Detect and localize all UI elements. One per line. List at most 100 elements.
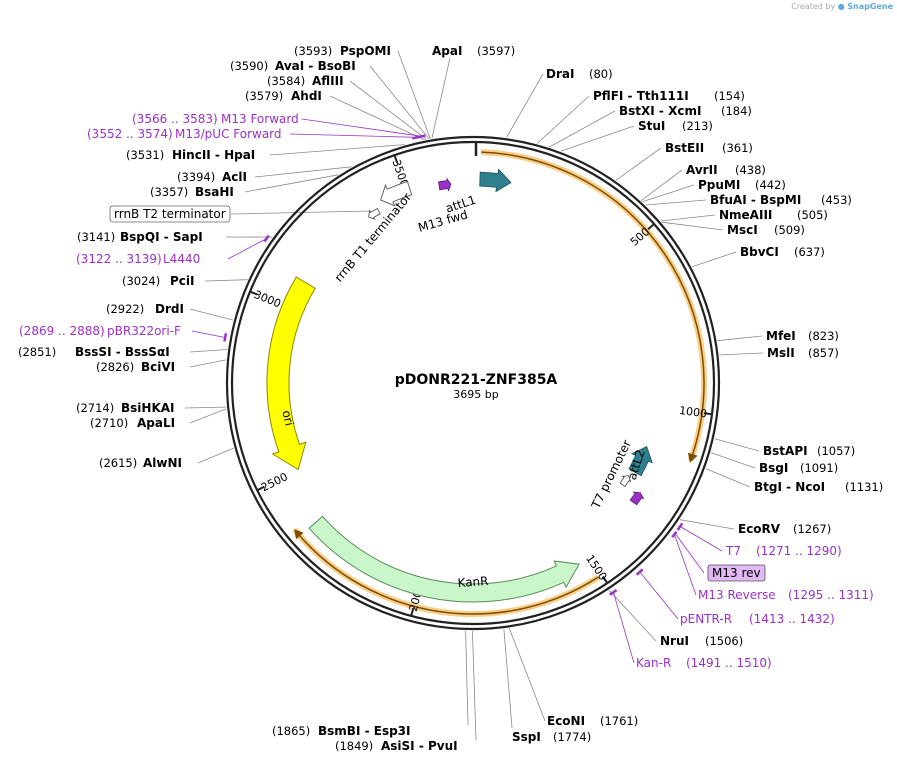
- site-nmeaiii[interactable]: NmeAIII: [719, 208, 772, 222]
- primer-mark: [263, 234, 270, 243]
- site-asisi[interactable]: AsiSI - PvuI: [381, 739, 458, 753]
- site-ecorv[interactable]: EcoRV: [738, 522, 781, 536]
- primer-m13reverse[interactable]: M13 Reverse: [698, 588, 776, 602]
- site-drdi-pos: (2922): [106, 302, 144, 316]
- site-bsihkai[interactable]: BsiHKAI: [121, 401, 175, 415]
- credit-prefix: Created by: [791, 2, 836, 11]
- site-ecorv-pos: (1267): [793, 522, 831, 536]
- primer-m13rev[interactable]: M13 rev: [712, 566, 761, 580]
- site-leader-line: [660, 214, 716, 222]
- primer-leader-line: [679, 526, 723, 552]
- site-bstxi[interactable]: BstXI - XcmI: [619, 104, 701, 118]
- t7-promoter-arrow[interactable]: [619, 475, 632, 488]
- ori-arrow[interactable]: [266, 276, 316, 471]
- attl2-arrow[interactable]: [628, 446, 653, 477]
- site-pflfi[interactable]: PflFI - Tth111I: [593, 89, 689, 103]
- site-econi-pos: (1761): [600, 714, 638, 728]
- site-avrii-pos: (438): [735, 163, 766, 177]
- kanr-arrow[interactable]: [308, 515, 580, 603]
- primer-m13forward[interactable]: M13 Forward: [221, 112, 299, 126]
- site-pcii[interactable]: PciI: [170, 274, 195, 288]
- site-apai[interactable]: ApaI: [432, 44, 462, 58]
- site-leader-line: [184, 406, 227, 409]
- rrnb-t1-terminator-arrow[interactable]: [380, 180, 413, 207]
- site-bstapi[interactable]: BstAPI: [763, 444, 808, 458]
- primer-kan-r[interactable]: Kan-R: [636, 656, 671, 670]
- site-pspomi[interactable]: PspOMI: [340, 44, 391, 58]
- site-stui[interactable]: StuI: [638, 119, 665, 133]
- site-leader-line: [397, 50, 431, 139]
- primer-l4440[interactable]: L4440: [163, 252, 200, 266]
- site-bsmbi[interactable]: BsmBI - Esp3I: [318, 724, 410, 738]
- site-leader-line: [204, 279, 248, 282]
- site-avrii[interactable]: AvrII: [686, 163, 718, 177]
- site-drdi[interactable]: DrdI: [155, 302, 184, 316]
- site-msci[interactable]: MscI: [727, 223, 758, 237]
- plasmid-length: 3695 bp: [453, 388, 498, 401]
- site-mfei[interactable]: MfeI: [766, 329, 796, 343]
- site-dral[interactable]: DraI: [546, 67, 574, 81]
- site-msli[interactable]: MslI: [767, 346, 795, 360]
- site-bfuai-pos: (453): [821, 193, 852, 207]
- site-bspqi-pos: (3141): [77, 230, 115, 244]
- site-leader-line: [560, 125, 635, 152]
- site-ppumi-pos: (442): [755, 178, 786, 192]
- primer-m13puc-range: (3552 .. 3574): [87, 127, 173, 141]
- attl1-arrow[interactable]: [479, 168, 512, 193]
- site-bcivi-pos: (2826): [96, 360, 134, 374]
- site-leader-line: [679, 519, 735, 530]
- primer-leader-line: [191, 330, 226, 338]
- site-leader-line: [244, 174, 339, 193]
- site-sspi[interactable]: SspI: [512, 730, 541, 744]
- site-leader-line: [642, 184, 695, 203]
- primer-pbr322ori-f[interactable]: pBR322ori-F: [107, 324, 181, 338]
- site-bbvci[interactable]: BbvCI: [740, 245, 779, 259]
- site-hincii[interactable]: HincII - HpaI: [172, 148, 255, 162]
- site-alwni-pos: (2615): [99, 456, 137, 470]
- site-bsgi[interactable]: BsgI: [759, 461, 788, 475]
- site-ahdi[interactable]: AhdI: [291, 89, 322, 103]
- primer-pentr-r-range: (1413 .. 1432): [749, 612, 835, 626]
- site-leader-line: [189, 408, 227, 424]
- tick-label: 2500: [259, 470, 290, 494]
- feature-layer: [223, 134, 684, 603]
- rrnb-t2-terminator-label[interactable]: rrnB T2 terminator: [114, 207, 226, 221]
- site-btgi[interactable]: BtgI - NcoI: [754, 480, 825, 494]
- rrnb-t2-terminator-arrow[interactable]: [368, 207, 381, 220]
- primer-kan-r-range: (1491 .. 1510): [686, 656, 772, 670]
- m13-fwd-arrow[interactable]: [438, 178, 452, 192]
- site-bsahi[interactable]: BsaHI: [195, 185, 234, 199]
- site-hincii-pos: (3531): [126, 148, 164, 162]
- site-aflii[interactable]: AflIII: [312, 74, 344, 88]
- primer-t7[interactable]: T7: [725, 544, 741, 558]
- primer-mark: [609, 589, 618, 596]
- primer-m13puc[interactable]: M13/pUC Forward: [175, 127, 282, 141]
- site-ppumi[interactable]: PpuMI: [698, 178, 740, 192]
- site-alwni[interactable]: AlwNI: [143, 456, 182, 470]
- site-ahdi-pos: (3579): [245, 89, 283, 103]
- primer-pentr-r[interactable]: pENTR-R: [680, 612, 732, 626]
- site-bsssi[interactable]: BssSI - BssSαI: [75, 345, 170, 359]
- snapgene-logo-icon: ●: [837, 2, 845, 11]
- site-bfuai[interactable]: BfuAI - BspMI: [710, 193, 801, 207]
- primer-mark: [223, 333, 228, 342]
- primer-mark: [671, 530, 678, 538]
- m13-rev-arrow[interactable]: [629, 491, 645, 506]
- ori-label: ori: [279, 409, 296, 427]
- orf-arc-1: [481, 149, 707, 462]
- site-acli[interactable]: AclI: [222, 170, 247, 184]
- site-bcivi[interactable]: BciVI: [141, 360, 175, 374]
- site-btgi-pos: (1131): [845, 480, 883, 494]
- site-nrui[interactable]: NruI: [660, 634, 689, 648]
- site-econi[interactable]: EcoNI: [547, 714, 585, 728]
- site-avai[interactable]: AvaI - BsoBI: [275, 59, 356, 73]
- site-leader-line: [329, 95, 425, 141]
- backbone-outer-ring: [225, 135, 721, 631]
- site-leader-line: [719, 352, 764, 356]
- tick-mark: [256, 485, 265, 492]
- site-bsteii[interactable]: BstEII: [665, 141, 704, 155]
- primer-pbr322ori-f-range: (2869 .. 2888): [19, 324, 105, 338]
- site-apali[interactable]: ApaLI: [137, 416, 175, 430]
- site-bspqi[interactable]: BspQI - SapI: [120, 230, 203, 244]
- site-leader-line: [608, 590, 657, 642]
